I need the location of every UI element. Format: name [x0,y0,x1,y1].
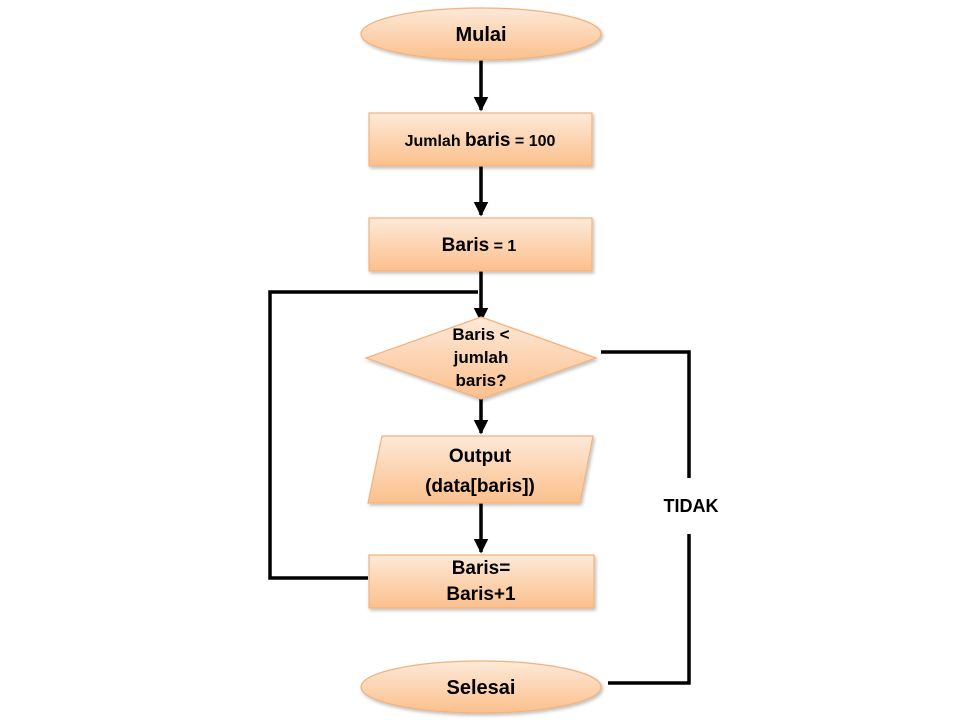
connectors [268,60,691,685]
no-branch-line-lower [608,534,691,685]
process-set-row: Baris = 1 [368,217,593,272]
process-increment-row: Baris= Baris+1 [368,554,595,609]
no-branch-label: TIDAK [664,496,719,516]
output-line-2: (data[baris]) [425,476,535,497]
loop-back-line [268,290,478,580]
increment-line-2: Baris+1 [446,584,516,605]
decision-line-2: jumlah [453,348,509,367]
no-branch-line-upper [601,350,691,478]
process-set-total-rows: Jumlah baris = 100 [368,112,593,167]
total-rows-label: Jumlah baris = 100 [405,130,556,151]
decision-line-3: baris? [455,371,506,390]
decision-line-1: Baris < [452,325,509,344]
output-line-1: Output [449,446,512,467]
decision-diamond: Baris < jumlah baris? [364,316,598,400]
end-terminal: Selesai [360,660,602,714]
start-terminal: Mulai [360,7,602,61]
start-label: Mulai [455,24,506,46]
increment-line-1: Baris= [452,558,511,579]
end-label: Selesai [447,677,516,699]
row-init-label: Baris = 1 [442,235,517,256]
output-parallelogram: Output (data[baris]) [367,435,594,504]
